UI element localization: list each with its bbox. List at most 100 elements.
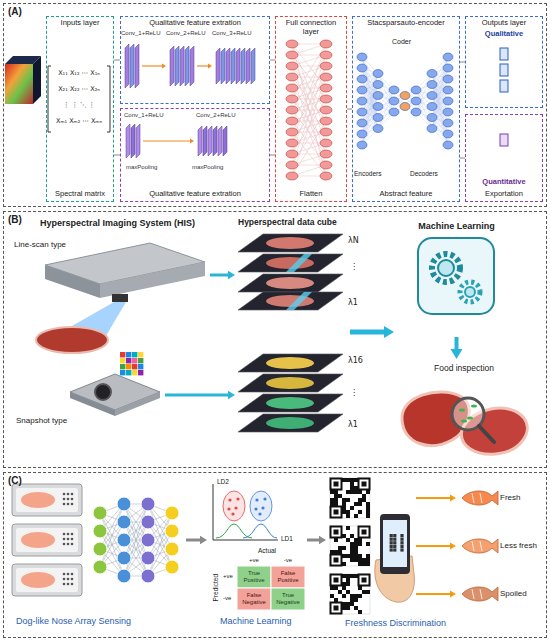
qr-module bbox=[342, 502, 346, 506]
neuron-link bbox=[292, 44, 326, 143]
qr-module bbox=[354, 594, 358, 598]
text-label: +ve bbox=[223, 573, 233, 580]
qr-module bbox=[334, 490, 338, 494]
data-point bbox=[254, 507, 257, 510]
qr-module bbox=[342, 602, 346, 606]
neuron-link bbox=[292, 110, 326, 165]
panel-letter: (A) bbox=[8, 6, 22, 18]
text-label: -ve bbox=[271, 557, 305, 564]
feature-map bbox=[213, 126, 217, 156]
node-text: Qualitative bbox=[485, 30, 523, 39]
text-label: True Positive bbox=[237, 570, 271, 584]
text-label: Decoders bbox=[410, 170, 438, 177]
qr-module bbox=[346, 490, 350, 494]
qr-module bbox=[366, 542, 370, 546]
meat-sample bbox=[36, 327, 108, 353]
qr-module bbox=[358, 502, 362, 506]
text-label: ⋮ ⋮ ⋱ ⋮ bbox=[49, 102, 109, 109]
text-label: -ve bbox=[223, 595, 231, 602]
neuron bbox=[320, 62, 332, 70]
qr-module bbox=[334, 598, 338, 602]
neuron bbox=[93, 560, 107, 574]
camera-board bbox=[70, 374, 160, 410]
qr-module bbox=[334, 502, 338, 506]
feature-map bbox=[135, 44, 139, 88]
fish-fillet bbox=[462, 491, 498, 505]
feature-map bbox=[251, 48, 255, 84]
neuron-link bbox=[292, 55, 326, 154]
qr-module bbox=[346, 582, 350, 586]
arrow-shaft bbox=[210, 274, 228, 277]
neuron bbox=[443, 119, 453, 127]
cluster bbox=[223, 491, 245, 521]
qr-module bbox=[346, 590, 350, 594]
qr-module bbox=[354, 538, 358, 542]
neuron bbox=[389, 97, 399, 105]
qr-module bbox=[342, 606, 346, 610]
neuron bbox=[443, 97, 453, 105]
text-label: Less fresh bbox=[500, 541, 537, 550]
filter-mosaic bbox=[132, 352, 137, 357]
panel-letter: (C) bbox=[8, 475, 22, 487]
screen-qr bbox=[393, 548, 396, 551]
neuron bbox=[165, 524, 179, 538]
full-connection-box: Full connection layerFlatten bbox=[275, 16, 347, 202]
filter-mosaic bbox=[126, 358, 131, 363]
filter-mosaic bbox=[120, 352, 125, 357]
phone bbox=[380, 514, 410, 574]
feature-map bbox=[175, 46, 179, 86]
neuron bbox=[320, 40, 332, 48]
neuron bbox=[320, 117, 332, 125]
qr-module bbox=[354, 558, 358, 562]
node-text: Qualitative feature extration bbox=[149, 190, 241, 199]
node-text: Machine Learning bbox=[418, 221, 495, 231]
arrow-head bbox=[208, 64, 212, 69]
text-label: λ1 bbox=[348, 298, 358, 307]
neuron bbox=[389, 86, 399, 94]
fillet-stripe bbox=[472, 541, 474, 551]
salmon-piece bbox=[21, 532, 55, 548]
cyan-arrow bbox=[210, 271, 235, 279]
qr-module bbox=[346, 498, 350, 502]
arrow-head bbox=[450, 542, 456, 549]
sensor-dot bbox=[67, 533, 70, 536]
neuron bbox=[286, 95, 298, 103]
neuron bbox=[320, 139, 332, 147]
panel-letter: (B) bbox=[8, 214, 22, 226]
matrix-bracket bbox=[48, 66, 51, 132]
band-image bbox=[266, 417, 314, 429]
sensor-dot bbox=[63, 543, 66, 546]
text-label: Conv_2+ReLU bbox=[166, 30, 206, 37]
qr-module bbox=[354, 598, 358, 602]
feature-map bbox=[218, 126, 222, 156]
qr-module bbox=[366, 562, 370, 566]
neuron bbox=[286, 128, 298, 136]
qr-module bbox=[354, 502, 358, 506]
neuron bbox=[286, 62, 298, 70]
arrow-shaft bbox=[186, 539, 200, 542]
text-label: Actual bbox=[258, 547, 276, 554]
neuron bbox=[93, 506, 107, 520]
qr-finder-core bbox=[334, 578, 339, 583]
feature-map bbox=[246, 48, 250, 84]
qr-module bbox=[366, 490, 370, 494]
output-box: Outputs layerQualitative bbox=[465, 16, 543, 108]
qr-module bbox=[358, 558, 362, 562]
arrow-head bbox=[319, 536, 326, 544]
qr-module bbox=[366, 554, 370, 558]
sensor-dot bbox=[71, 538, 74, 541]
bacterium bbox=[461, 419, 467, 422]
sensor-dot bbox=[63, 578, 66, 581]
qr-module bbox=[350, 534, 354, 538]
screen-qr bbox=[390, 541, 393, 544]
arrow-head bbox=[190, 139, 194, 144]
text-label: X₁₁ X₁₂ ⋯ X₁ₙ bbox=[49, 70, 109, 77]
sensor-dot bbox=[63, 583, 66, 586]
qr-module bbox=[338, 550, 342, 554]
node-text: Inputs layer bbox=[61, 19, 100, 28]
output-unit bbox=[500, 64, 508, 76]
text-label: ⋮ bbox=[350, 262, 358, 271]
neuron bbox=[165, 506, 179, 520]
text-label: Freshness Discrimination bbox=[345, 618, 446, 628]
data-point bbox=[261, 506, 264, 509]
